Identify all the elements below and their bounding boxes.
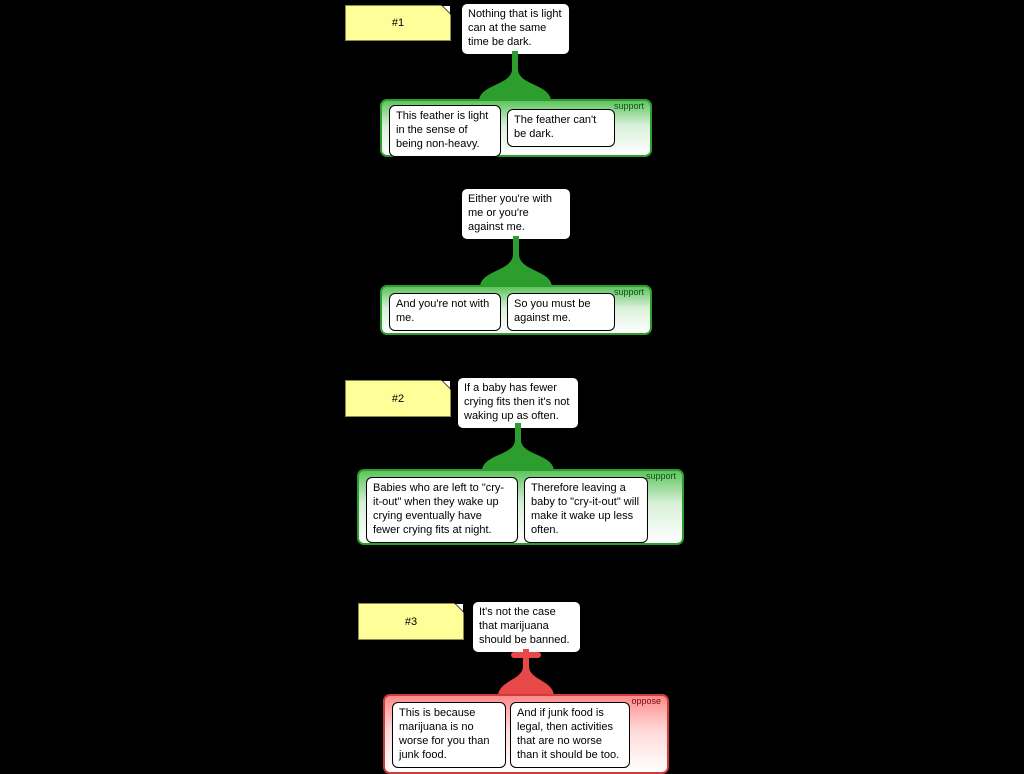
oppose-group[interactable]: oppose This is because marijuana is no w… bbox=[383, 694, 669, 774]
premise-box[interactable]: And if junk food is legal, then activiti… bbox=[510, 702, 630, 768]
support-group[interactable]: support This feather is light in the sen… bbox=[380, 99, 652, 157]
support-connector[interactable] bbox=[474, 236, 558, 286]
premise-box[interactable]: This feather is light in the sense of be… bbox=[389, 105, 501, 157]
claim-text: Either you're with me or you're against … bbox=[468, 193, 553, 233]
relation-label: support bbox=[613, 287, 644, 297]
premise-text: And if junk food is legal, then activiti… bbox=[517, 707, 620, 761]
premise-text: Therefore leaving a baby to "cry-it-out"… bbox=[531, 482, 640, 536]
premise-text: This is because marijuana is no worse fo… bbox=[399, 707, 490, 761]
premise-box[interactable]: And you're not with me. bbox=[389, 293, 501, 331]
relation-label: oppose bbox=[631, 696, 661, 706]
premise-box[interactable]: The feather can't be dark. bbox=[507, 109, 615, 147]
claim-box[interactable]: If a baby has fewer crying fits then it'… bbox=[457, 377, 579, 429]
relation-label: support bbox=[645, 471, 676, 481]
premise-text: And you're not with me. bbox=[396, 298, 490, 324]
premise-text: The feather can't be dark. bbox=[514, 114, 597, 140]
premise-box[interactable]: So you must be against me. bbox=[507, 293, 615, 331]
claim-box[interactable]: Nothing that is light can at the same ti… bbox=[461, 3, 570, 55]
claim-text: Nothing that is light can at the same ti… bbox=[468, 8, 562, 48]
premise-text: So you must be against me. bbox=[514, 298, 591, 324]
support-group[interactable]: support And you're not with me. So you m… bbox=[380, 285, 652, 335]
note-card[interactable]: #3 bbox=[358, 603, 464, 640]
premise-text: Babies who are left to "cry-it-out" when… bbox=[373, 482, 505, 536]
support-group[interactable]: support Babies who are left to "cry-it-o… bbox=[357, 469, 684, 545]
oppose-connector[interactable] bbox=[486, 649, 566, 695]
claim-box[interactable]: It's not the case that marijuana should … bbox=[472, 601, 581, 653]
page-fold-icon bbox=[443, 381, 450, 388]
premise-box[interactable]: This is because marijuana is no worse fo… bbox=[392, 702, 506, 768]
premise-box[interactable]: Babies who are left to "cry-it-out" when… bbox=[366, 477, 518, 543]
note-label: #2 bbox=[391, 392, 405, 405]
support-connector[interactable] bbox=[473, 51, 557, 100]
note-card[interactable]: #1 bbox=[345, 5, 451, 41]
support-connector[interactable] bbox=[476, 423, 560, 470]
premise-box[interactable]: Therefore leaving a baby to "cry-it-out"… bbox=[524, 477, 648, 543]
claim-box[interactable]: Either you're with me or you're against … bbox=[461, 188, 571, 240]
relation-label: support bbox=[613, 101, 644, 111]
note-label: #3 bbox=[404, 615, 418, 628]
claim-text: If a baby has fewer crying fits then it'… bbox=[464, 382, 570, 422]
claim-text: It's not the case that marijuana should … bbox=[479, 606, 570, 646]
premise-text: This feather is light in the sense of be… bbox=[396, 110, 489, 150]
note-label: #1 bbox=[391, 17, 405, 29]
note-card[interactable]: #2 bbox=[345, 380, 451, 417]
page-fold-icon bbox=[456, 604, 463, 611]
page-fold-icon bbox=[443, 6, 450, 13]
